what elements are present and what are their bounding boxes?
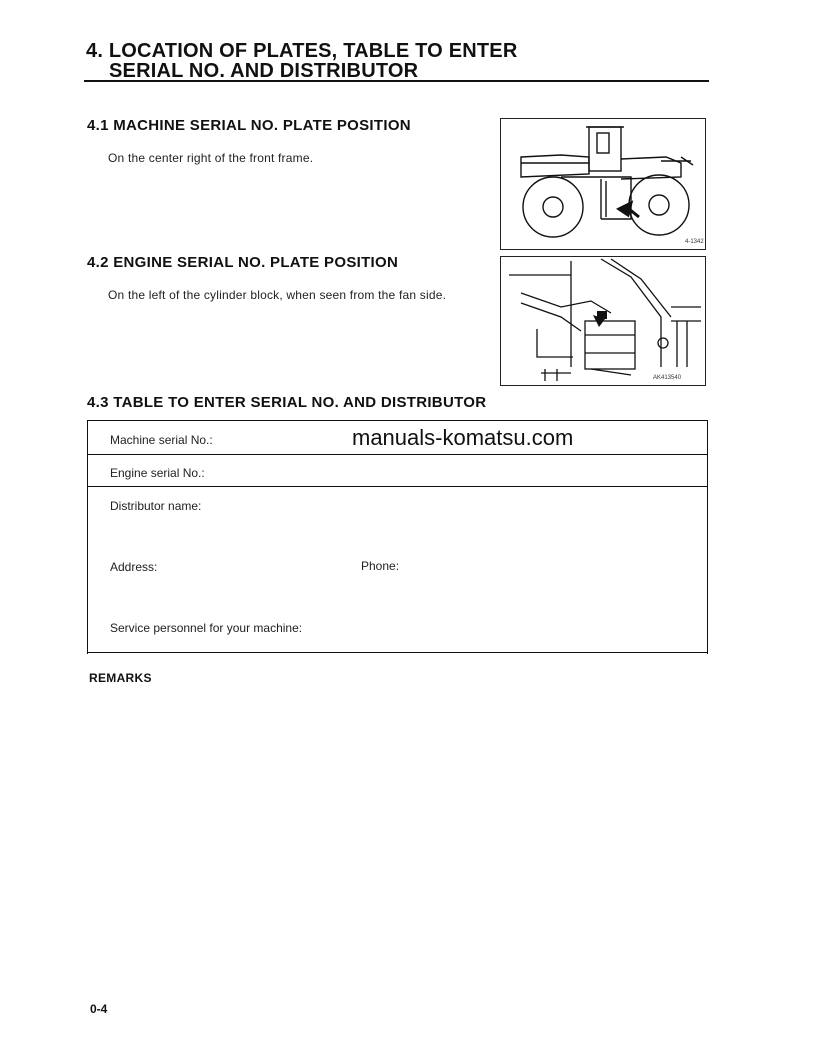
- engine-plate-figure: AK413540: [500, 256, 706, 386]
- form-top-border: [87, 420, 708, 421]
- address-label: Address:: [110, 560, 158, 574]
- machine-serial-label: Machine serial No.:: [110, 433, 213, 447]
- page-title-line1: 4. LOCATION OF PLATES, TABLE TO ENTER: [86, 40, 518, 62]
- title-underline: [84, 80, 709, 82]
- service-personnel-label: Service personnel for your machine:: [110, 621, 303, 635]
- section-4-1-text: On the center right of the front frame.: [108, 151, 314, 165]
- form-right-border: [707, 420, 708, 654]
- engine-block-illustration: AK413540: [509, 258, 701, 381]
- wheel-loader-illustration: 4-1342: [520, 126, 704, 245]
- section-4-2-title: 4.2 ENGINE SERIAL NO. PLATE POSITION: [87, 254, 399, 271]
- engine-serial-label: Engine serial No.:: [110, 466, 205, 480]
- machine-plate-figure: 4-1342: [500, 118, 706, 250]
- page-title-line2: SERIAL NO. AND DISTRIBUTOR: [109, 60, 419, 82]
- form-left-border: [87, 420, 88, 654]
- fig-code-4-1: 4-1342: [685, 239, 704, 245]
- phone-label: Phone:: [361, 559, 400, 573]
- remarks-heading: REMARKS: [89, 671, 152, 685]
- fig-code-4-2: AK413540: [653, 375, 682, 381]
- form-row-divider-1: [87, 454, 708, 455]
- page-number: 0-4: [90, 1002, 108, 1016]
- distributor-name-label: Distributor name:: [110, 499, 202, 513]
- section-4-1-title: 4.1 MACHINE SERIAL NO. PLATE POSITION: [87, 117, 411, 134]
- section-4-3-title: 4.3 TABLE TO ENTER SERIAL NO. AND DISTRI…: [87, 394, 487, 411]
- watermark: manuals-komatsu.com: [352, 425, 574, 450]
- form-bottom-border: [87, 652, 708, 653]
- section-4-2-text: On the left of the cylinder block, when …: [108, 288, 447, 302]
- form-row-divider-2: [87, 486, 708, 487]
